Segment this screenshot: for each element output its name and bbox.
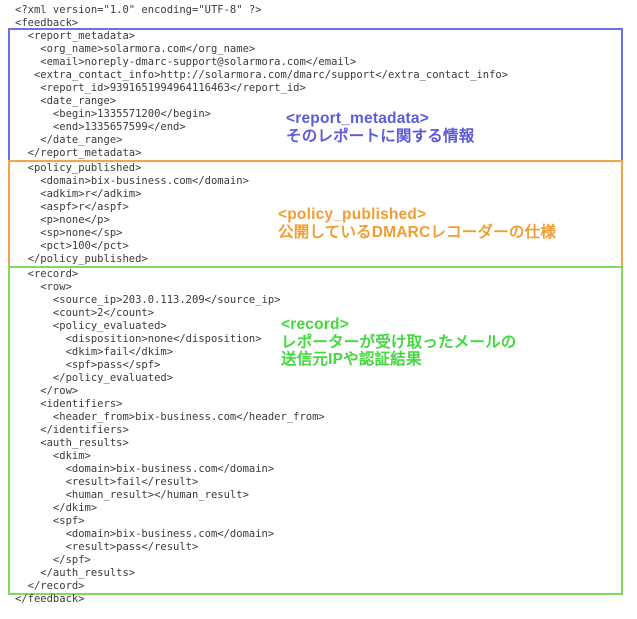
- report-metadata-section-box: <report_metadata> <org_name>solarmora.co…: [8, 28, 623, 162]
- policy-published-section-box: <policy_published> <domain>bix-business.…: [8, 160, 623, 268]
- policy-published-callout-desc: 公開しているDMARCレコーダーの仕様: [278, 223, 557, 241]
- policy-published-callout: <policy_published> 公開しているDMARCレコーダーの仕様: [278, 206, 556, 241]
- record-callout: <record> レポーターが受け取ったメールの 送信元IPや認証結果: [281, 316, 517, 369]
- record-callout-tag: <record>: [281, 316, 349, 333]
- report-metadata-callout: <report_metadata> そのレポートに関する情報: [286, 110, 474, 145]
- record-xml: <record> <row> <source_ip>203.0.113.209<…: [27, 268, 325, 592]
- policy-published-xml: <policy_published> <domain>bix-business.…: [27, 162, 249, 265]
- report-metadata-callout-desc: そのレポートに関する情報: [286, 127, 475, 145]
- record-callout-desc-line1: レポーターが受け取ったメールの: [281, 333, 517, 351]
- record-callout-desc-line2: 送信元IPや認証結果: [281, 351, 422, 368]
- report-metadata-xml: <report_metadata> <org_name>solarmora.co…: [27, 30, 509, 159]
- policy-published-callout-tag: <policy_published>: [278, 206, 427, 223]
- xml-epilog: </feedback>: [15, 593, 85, 605]
- record-section-box: <record> <row> <source_ip>203.0.113.209<…: [8, 266, 623, 595]
- xml-prolog: <?xml version="1.0" encoding="UTF-8" ?> …: [15, 4, 262, 29]
- report-metadata-callout-tag: <report_metadata>: [286, 110, 429, 127]
